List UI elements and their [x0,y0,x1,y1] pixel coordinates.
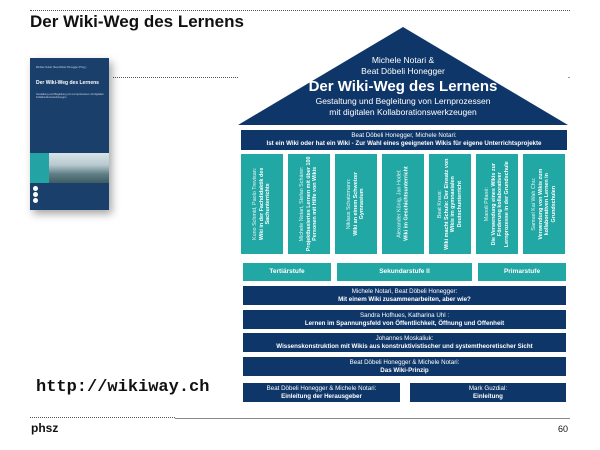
chapter-authors: Manoli Pifané: [483,186,490,222]
roof-subtitle-2: mit digitalen Kollaborationswerkzeugen [329,107,477,117]
chapter-title: Einleitung [473,393,503,400]
chapter-title: Das Wiki-Prinzip [380,367,429,374]
chapter-title: Wiki in der Fachdidaktik des Sachunterri… [258,167,272,241]
chapter-title: Wiki macht Schule: Der Einsatz von Wikis… [443,158,463,250]
column-chapter-2: Michele Notari, Stefan Schärer:Projektba… [288,154,330,254]
foundation-chapter-2: Mark Guzdial: Einleitung [410,383,566,402]
book-authors: Michele Notari, Beat Döbeli Honegger (Hr… [36,66,87,69]
chapter-authors: Johannes Moskaliuk: [375,335,434,342]
floor-chapter-3: Johannes Moskaliuk: Wissenskonstruktion … [243,333,566,352]
footer-institution: phsz [31,421,59,435]
level-tertiary: Tertiärstufe [243,263,331,281]
chapter-authors: Beat Döbeli Honegger & Michele Notari: [266,385,377,392]
chapter-authors: Mark Guzdial: [468,385,508,392]
footer-divider [30,417,175,418]
level-primary: Primarstufe [478,263,566,281]
level-secondary: Sekundarstufe II [337,263,472,281]
column-chapter-4: Alexander König, Jan Hodel:Wiki im Gesch… [382,154,424,254]
header-divider [30,10,570,11]
chapter-title: Projektbasiertes Lernen mit über 100 Per… [305,156,319,252]
floor-chapter-2: Sandra Hofhues, Katharina Uhl : Lernen i… [243,310,566,329]
title-underline [113,77,238,78]
chapter-title: Wissenskonstruktion mit Wikis aus konstr… [276,343,533,350]
chapter-authors: Beat Kraus: [436,189,443,219]
chapter-title: Wiki an einem Schweizer Gymnasium [352,172,366,236]
chapter-title: Mit einem Wiki zusammenarbeiten, aber wi… [338,296,471,303]
column-chapter-1: Kuno Schmid, Paolo Trevisan:Wiki in der … [241,154,283,254]
book-teal-band [30,153,49,183]
column-chapter-7: Samuel Kai Wah Chu:Verwendung von Wikis … [523,154,565,254]
foundation-chapter-1: Beat Döbeli Honegger & Michele Notari: E… [243,383,400,402]
title-underline-right [568,77,570,78]
chapter-title: Lernen im Spannungsfeld von Öffentlichke… [304,320,505,327]
book-cover-image: Michele Notari, Beat Döbeli Honegger (Hr… [30,58,109,210]
chapter-title: Die Verwendung eines Wikis zur Förderung… [490,161,510,247]
chapter-title: Verwendung von Wikis zum kollaborativen … [537,168,557,240]
chapter-authors: Sandra Hofhues, Katharina Uhl : [359,312,450,319]
chapter-authors: Beat Döbeli Honegger & Michele Notari: [349,359,460,366]
chapter-title: Einleitung der Herausgeber [281,393,362,400]
footer-divider-right [175,418,570,419]
chapter-authors: Kuno Schmid, Paolo Trevisan: [252,167,259,241]
slide-title: Der Wiki-Weg des Lernens [30,12,244,31]
roof-authors-2: Beat Döbeli Honegger [361,66,445,76]
publisher-logo-icon [33,186,38,204]
chapter-authors: Alexander König, Jan Hodel: [396,169,403,239]
book-title: Der Wiki-Weg des Lernens [36,80,99,86]
floor-chapter-1: Michele Notari, Beat Döbeli Honegger: Mi… [243,286,566,305]
roof-subtitle-1: Gestaltung und Begleitung von Lernprozes… [315,96,491,106]
chapter-authors: Beat Döbeli Honegger, Michele Notari: [351,132,457,139]
column-chapter-6: Manoli Pifané:Die Verwendung eines Wikis… [476,154,518,254]
website-url[interactable]: http://wikiway.ch [36,378,210,397]
top-beam-chapter: Beat Döbeli Honegger, Michele Notari: Is… [241,130,567,150]
roof-authors-1: Michele Notari & [371,55,435,65]
chapter-title: Ist ein Wiki oder hat ein Wiki - Zur Wah… [266,140,542,147]
book-photo [49,153,109,183]
chapter-authors: Michele Notari, Beat Döbeli Honegger: [351,288,458,295]
page-number: 60 [558,424,569,434]
chapter-authors: Michele Notari, Stefan Schärer: [299,166,306,242]
book-subtitle: Gestaltung und Begleitung von Lernprozes… [36,93,104,100]
floor-chapter-4: Beat Döbeli Honegger & Michele Notari: D… [243,357,566,376]
chapter-authors: Samuel Kai Wah Chu: [530,177,537,231]
column-chapter-5: Beat Kraus:Wiki macht Schule: Der Einsat… [429,154,471,254]
roof-text: Michele Notari & Beat Döbeli Honegger De… [238,55,568,118]
house-roof [238,27,568,125]
chapter-title: Wiki im Geschichtsunterricht [403,166,409,242]
roof-title: Der Wiki-Weg des Lernens [308,78,498,95]
chapter-authors: Niklaus Schatzmann: [346,178,353,230]
column-chapter-3: Niklaus Schatzmann:Wiki an einem Schweiz… [335,154,377,254]
